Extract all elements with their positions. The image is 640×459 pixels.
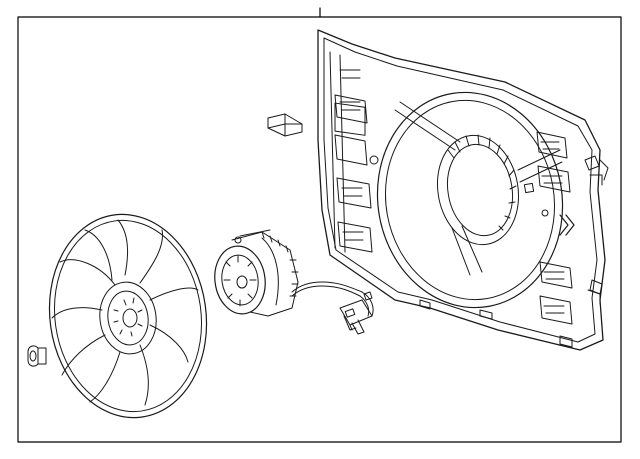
fan-shroud-assembly — [317, 29, 609, 351]
fan-motor — [214, 229, 299, 317]
retainer-clip — [267, 113, 303, 137]
diagram-frame — [17, 16, 622, 443]
motor-wiring-harness — [291, 281, 374, 335]
fan-blade — [48, 213, 208, 419]
shroud-pocket — [334, 102, 366, 136]
fan-nut — [27, 345, 47, 367]
